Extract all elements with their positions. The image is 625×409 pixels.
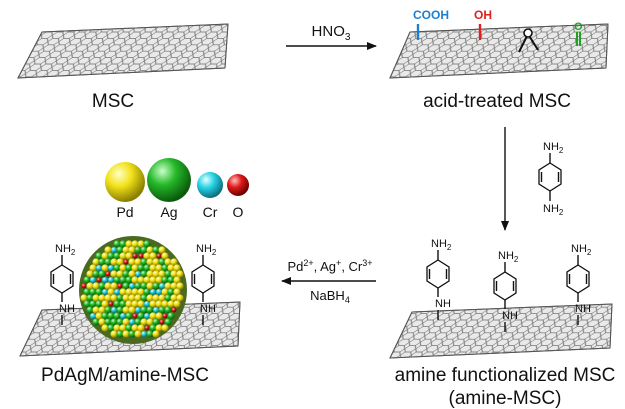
msc-label: MSC [92, 91, 134, 112]
cooh-group: COOH [413, 8, 449, 40]
legend-label-ag: Ag [160, 204, 177, 220]
acid-treated-sheet [389, 23, 609, 79]
svg-text:NH: NH [435, 298, 451, 310]
svg-text:NH2: NH2 [55, 243, 76, 257]
pdagm-nanoparticle [79, 236, 187, 344]
element-legend: Pd Ag Cr O [105, 158, 249, 220]
product-label: PdAgM/amine-MSC [41, 365, 209, 386]
oh-group: OH [474, 8, 492, 40]
oh-label: OH [474, 8, 492, 22]
amine-msc-label-line2: (amine-MSC) [449, 388, 562, 409]
legend-sphere-o [227, 174, 249, 196]
carbonyl-label: O [574, 21, 583, 33]
svg-text:NH2: NH2 [543, 141, 564, 155]
reductant: NaBH4 [310, 288, 350, 305]
svg-text:NH: NH [502, 310, 518, 322]
amine-msc-sheet [389, 303, 613, 359]
svg-text:NH2: NH2 [571, 243, 592, 257]
legend-label-cr: Cr [203, 204, 218, 220]
svg-text:NH2: NH2 [543, 203, 564, 217]
legend-label-o: O [233, 204, 244, 220]
epoxide-group [518, 28, 539, 53]
phenylenediamine-molecule: NH2 NH2 [538, 141, 564, 217]
metal-ions: Pd2+, Ag+, Cr3+ [287, 258, 372, 274]
svg-text:NH2: NH2 [431, 238, 452, 252]
svg-text:NH: NH [575, 303, 591, 315]
acid-treated-label: acid-treated MSC [423, 91, 571, 112]
cooh-label: COOH [413, 8, 449, 22]
legend-sphere-cr [197, 172, 223, 198]
legend-label-pd: Pd [116, 204, 133, 220]
svg-text:NH: NH [200, 303, 216, 315]
svg-text:NH2: NH2 [498, 250, 519, 264]
msc-sheet [17, 23, 229, 79]
svg-text:NH: NH [59, 303, 75, 315]
legend-sphere-pd [105, 162, 145, 202]
amine-msc-label-line1: amine functionalized MSC [395, 365, 616, 386]
carbonyl-group: O [574, 21, 583, 46]
svg-text:NH2: NH2 [196, 243, 217, 257]
legend-sphere-ag [147, 158, 191, 202]
acid-reagent: HNO3 [312, 23, 351, 43]
